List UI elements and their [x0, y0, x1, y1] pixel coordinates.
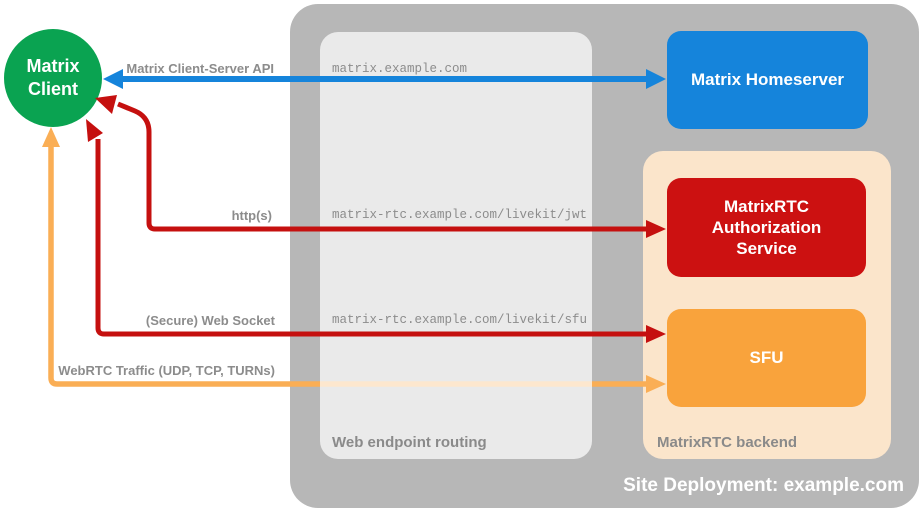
matrixrtc-authorization-service-node: MatrixRTC Authorization Service: [667, 178, 866, 277]
endpoint-matrix-homeserver: matrix.example.com: [332, 62, 468, 76]
matrix-client-label: Matrix Client: [26, 55, 80, 99]
endpoint-livekit-sfu: matrix-rtc.example.com/livekit/sfu: [332, 313, 588, 327]
endpoint-livekit-jwt: matrix-rtc.example.com/livekit/jwt: [332, 208, 588, 222]
sfu-label: SFU: [749, 348, 784, 367]
webrtc-traffic-label: WebRTC Traffic (UDP, TCP, TURNs): [58, 363, 275, 378]
matrix-client-node: Matrix Client: [4, 29, 102, 127]
http-label: http(s): [231, 208, 272, 223]
websocket-label: (Secure) Web Socket: [145, 313, 275, 328]
client-server-api-label: Matrix Client-Server API: [126, 61, 274, 76]
web-endpoint-routing-label: Web endpoint routing: [332, 434, 487, 451]
matrix-homeserver-node: Matrix Homeserver: [667, 31, 868, 129]
matrixrtc-backend-label: MatrixRTC backend: [657, 434, 798, 451]
site-deployment-label: Site Deployment: example.com: [623, 475, 904, 496]
matrixrtc-authorization-service-label: MatrixRTC Authorization Service: [711, 196, 822, 259]
matrix-homeserver-label: Matrix Homeserver: [690, 70, 845, 89]
sfu-node: SFU: [667, 309, 866, 407]
web-endpoint-routing-container: matrix.example.com matrix-rtc.example.co…: [320, 32, 592, 459]
